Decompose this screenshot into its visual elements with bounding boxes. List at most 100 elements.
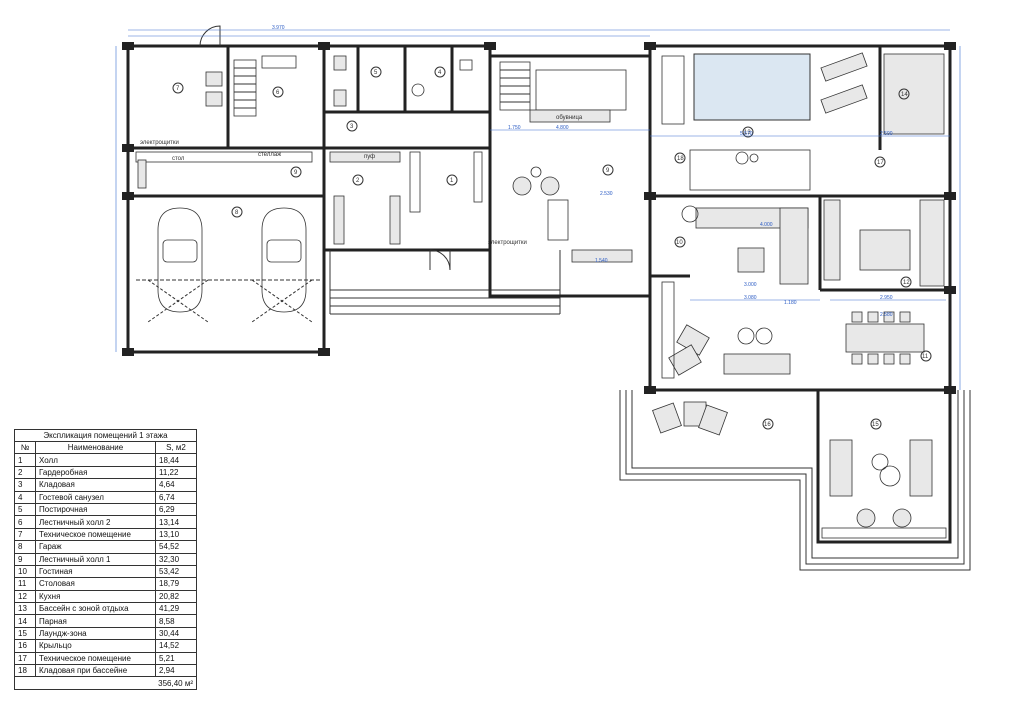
svg-text:1: 1 — [450, 178, 454, 184]
room-area: 20,82 — [155, 589, 197, 604]
svg-text:3: 3 — [350, 124, 354, 130]
room-area: 11,22 — [155, 465, 197, 480]
room-area: 5,21 — [155, 651, 197, 666]
room-number: 18 — [14, 664, 36, 678]
svg-text:1.750: 1.750 — [508, 125, 521, 131]
room-name: Гостиная — [35, 564, 156, 579]
room-area: 13,10 — [155, 527, 197, 542]
room-name: Гардеробная — [35, 465, 156, 480]
left-block: электрощитки стол стеллаж 7 6 8 9 — [126, 25, 326, 354]
svg-text:1.180: 1.180 — [784, 300, 797, 306]
stair-hall: обувница 9 — [473, 54, 652, 298]
car-1 — [147, 207, 209, 323]
room-area: 2,94 — [155, 664, 197, 678]
room-number: 2 — [14, 465, 36, 480]
room-name: Техническое помещение — [35, 651, 156, 666]
room-name: Холл — [35, 453, 156, 467]
col-header-area: S, м2 — [155, 440, 197, 455]
room-name: Кладовая — [35, 478, 156, 492]
room-area: 32,30 — [155, 552, 197, 566]
room-name: Столовая — [35, 577, 156, 591]
room-area: 14,52 — [155, 639, 197, 653]
room-area: 4,64 — [155, 478, 197, 492]
col-header-name: Наименование — [35, 440, 156, 455]
terrace: 16 15 — [619, 388, 971, 571]
label-shoe: обувница — [556, 115, 583, 121]
room-name: Парная — [35, 614, 156, 628]
room-area: 6,74 — [155, 490, 197, 504]
room-number: 8 — [14, 540, 36, 554]
total-area: 356,40 м² — [14, 676, 197, 690]
room-area: 18,79 — [155, 577, 197, 591]
svg-text:4.800: 4.800 — [556, 125, 569, 131]
svg-text:11: 11 — [922, 354, 929, 360]
svg-text:1.540: 1.540 — [595, 258, 608, 264]
room-name: Лаундж-зона — [35, 626, 156, 641]
room-number: 3 — [14, 478, 36, 492]
room-area: 41,29 — [155, 602, 197, 616]
svg-text:2.530: 2.530 — [600, 191, 613, 197]
room-number: 6 — [14, 515, 36, 529]
room-name: Техническое помещение — [35, 527, 156, 542]
label-rack: стеллаж — [258, 152, 281, 158]
right-block: 14 13 17 18 12 10 11 — [648, 44, 952, 392]
room-number: 9 — [14, 552, 36, 566]
svg-text:16: 16 — [764, 422, 771, 428]
room-area: 18,44 — [155, 453, 197, 467]
label-table: стол — [172, 156, 185, 162]
col-header-num: № — [14, 440, 36, 455]
dimension-lines: 3.970 4.800 1.750 5.570 2.590 2.530 1.54… — [115, 25, 961, 390]
svg-text:5: 5 — [374, 70, 378, 76]
room-schedule-table: Экспликация помещений 1 этажа № Наименов… — [14, 429, 197, 690]
svg-text:7: 7 — [176, 86, 180, 92]
svg-text:5.570: 5.570 — [740, 131, 753, 137]
room-area: 8,58 — [155, 614, 197, 628]
svg-text:9: 9 — [294, 170, 298, 176]
room-number: 5 — [14, 502, 36, 517]
svg-text:2.950: 2.950 — [880, 295, 893, 301]
room-area: 30,44 — [155, 626, 197, 641]
svg-text:6: 6 — [276, 90, 280, 96]
svg-text:2.580: 2.580 — [880, 312, 893, 318]
room-area: 13,14 — [155, 515, 197, 529]
room-name: Гостевой санузел — [35, 490, 156, 504]
room-number: 12 — [14, 589, 36, 604]
room-name: Лестничный холл 1 — [35, 552, 156, 566]
room-name: Лестничный холл 2 — [35, 515, 156, 529]
room-area: 53,42 — [155, 564, 197, 579]
room-number: 4 — [14, 490, 36, 504]
room-number: 10 — [14, 564, 36, 579]
room-number: 15 — [14, 626, 36, 641]
room-name: Кухня — [35, 589, 156, 604]
svg-text:3.000: 3.000 — [744, 282, 757, 288]
room-number: 13 — [14, 602, 36, 616]
room-name: Крыльцо — [35, 639, 156, 653]
svg-text:15: 15 — [872, 422, 879, 428]
room-number: 7 — [14, 527, 36, 542]
pool — [693, 53, 811, 121]
svg-text:12: 12 — [903, 280, 910, 286]
svg-text:9: 9 — [606, 168, 610, 174]
svg-text:17: 17 — [877, 160, 884, 166]
room-name: Постирочная — [35, 502, 156, 517]
svg-text:4: 4 — [438, 70, 442, 76]
room-number: 14 — [14, 614, 36, 628]
log-corners — [122, 42, 956, 394]
room-number: 17 — [14, 651, 36, 666]
stair-1 — [233, 59, 257, 117]
